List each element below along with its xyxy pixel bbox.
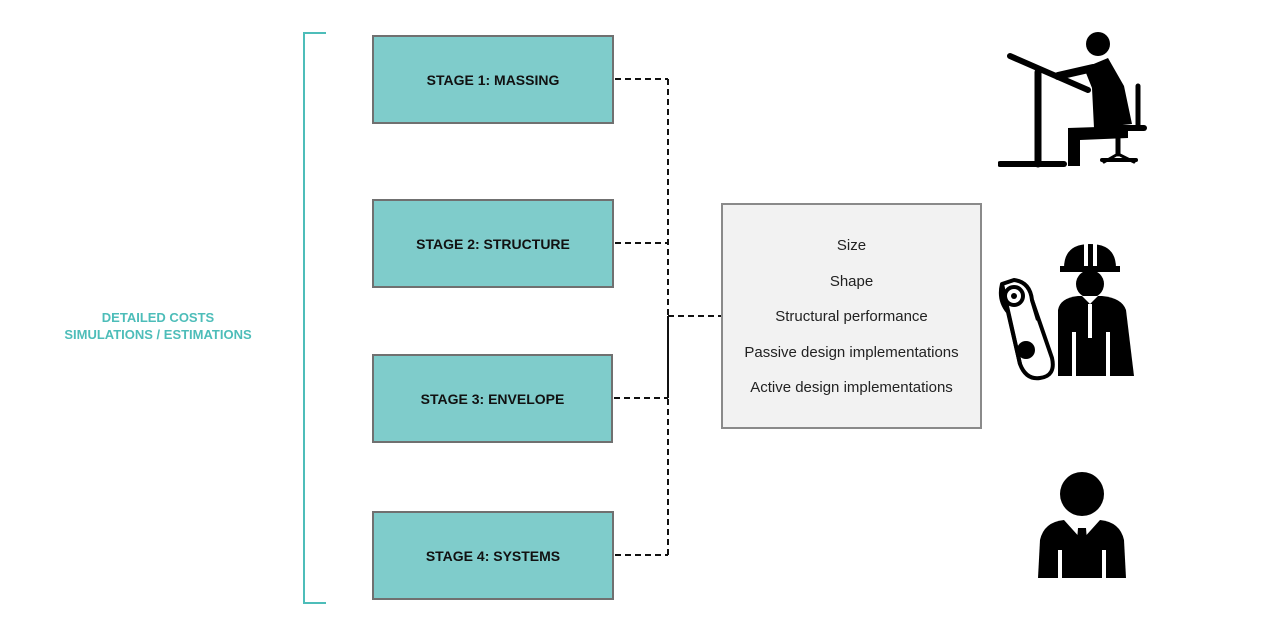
- info-item-shape: Shape: [829, 272, 874, 290]
- architect-drafting-icon: [998, 32, 1147, 168]
- engineer-hardhat-icon: [998, 242, 1134, 381]
- info-item-passive: Passive design implementations: [744, 343, 959, 361]
- side-label: DETAILED COSTS SIMULATIONS / ESTIMATIONS: [40, 309, 276, 343]
- side-label-line1: DETAILED COSTS: [101, 310, 215, 325]
- stage-3-box: STAGE 3: ENVELOPE: [372, 354, 613, 443]
- info-item-size: Size: [836, 237, 867, 254]
- businessman-icon: [1038, 472, 1126, 578]
- stage-1-label: STAGE 1: MASSING: [426, 71, 560, 88]
- info-box: Size Shape Structural performance Passiv…: [721, 203, 982, 429]
- side-label-line2: SIMULATIONS / ESTIMATIONS: [64, 327, 252, 342]
- stage-4-box: STAGE 4: SYSTEMS: [372, 511, 614, 600]
- stage-4-label: STAGE 4: SYSTEMS: [425, 547, 561, 564]
- stage-2-box: STAGE 2: STRUCTURE: [372, 199, 614, 288]
- stage-2-label: STAGE 2: STRUCTURE: [416, 235, 570, 252]
- bracket: [303, 32, 326, 604]
- stage-1-box: STAGE 1: MASSING: [372, 35, 614, 124]
- info-item-active: Active design implementations: [750, 379, 953, 396]
- stage-3-label: STAGE 3: ENVELOPE: [420, 390, 565, 407]
- info-item-structural: Structural performance: [775, 308, 928, 325]
